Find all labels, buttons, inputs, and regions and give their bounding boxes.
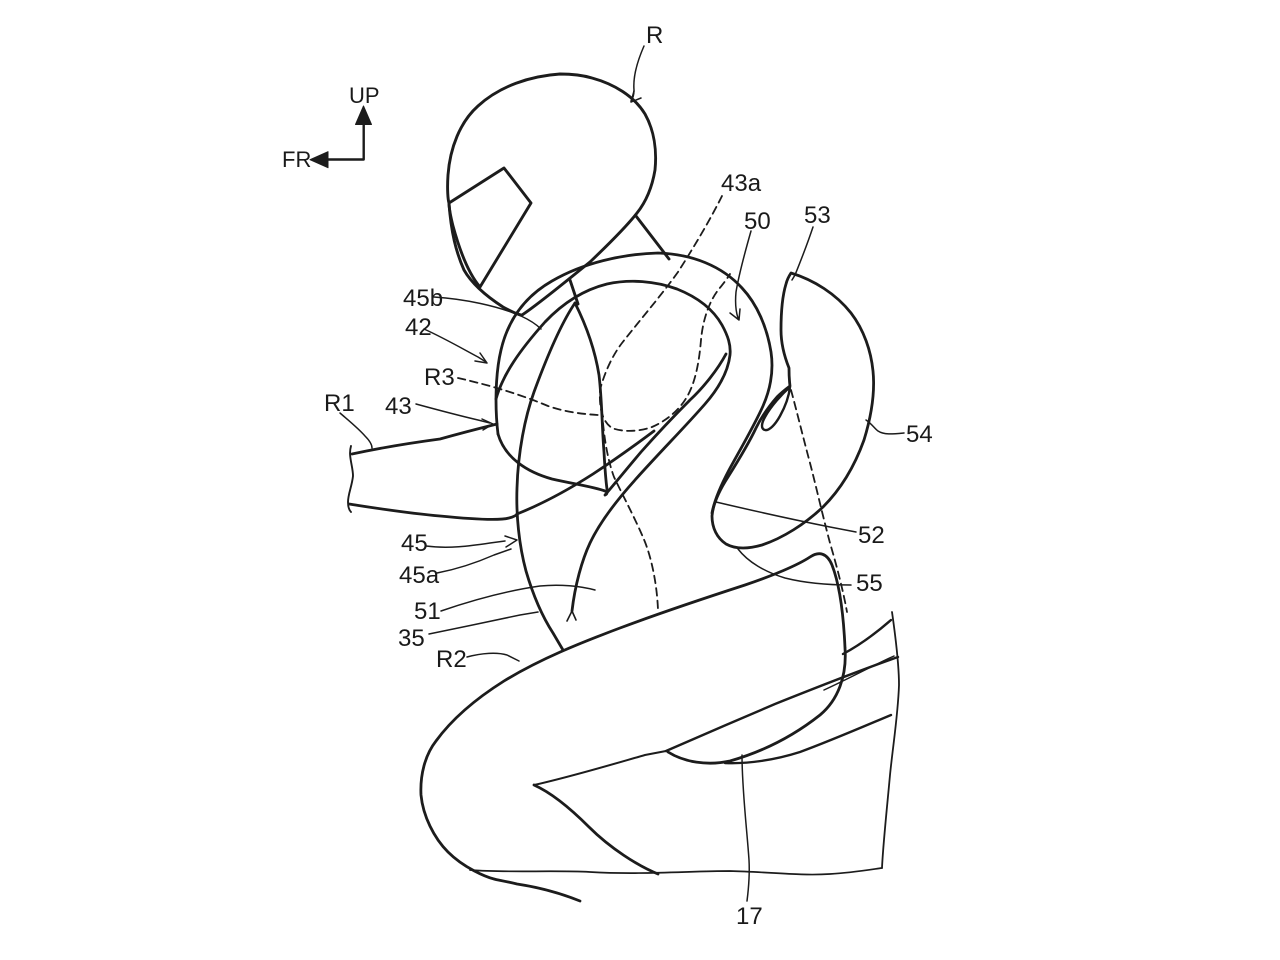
svg-text:45a: 45a [399,562,440,589]
svg-text:FR: FR [282,147,311,172]
svg-text:52: 52 [858,522,885,549]
svg-text:R1: R1 [324,390,355,417]
svg-text:50: 50 [744,208,771,235]
svg-text:45b: 45b [403,285,443,312]
svg-text:35: 35 [398,625,425,652]
svg-text:43a: 43a [721,170,762,197]
svg-text:R3: R3 [424,364,455,391]
svg-text:51: 51 [414,598,441,625]
svg-text:17: 17 [736,903,763,930]
svg-text:R: R [646,22,663,49]
svg-text:R2: R2 [436,646,467,673]
svg-text:42: 42 [405,314,432,341]
svg-text:45: 45 [401,530,428,557]
svg-text:55: 55 [856,570,883,597]
svg-text:UP: UP [349,83,380,108]
svg-text:43: 43 [385,393,412,420]
svg-text:54: 54 [906,421,933,448]
svg-text:53: 53 [804,202,831,229]
